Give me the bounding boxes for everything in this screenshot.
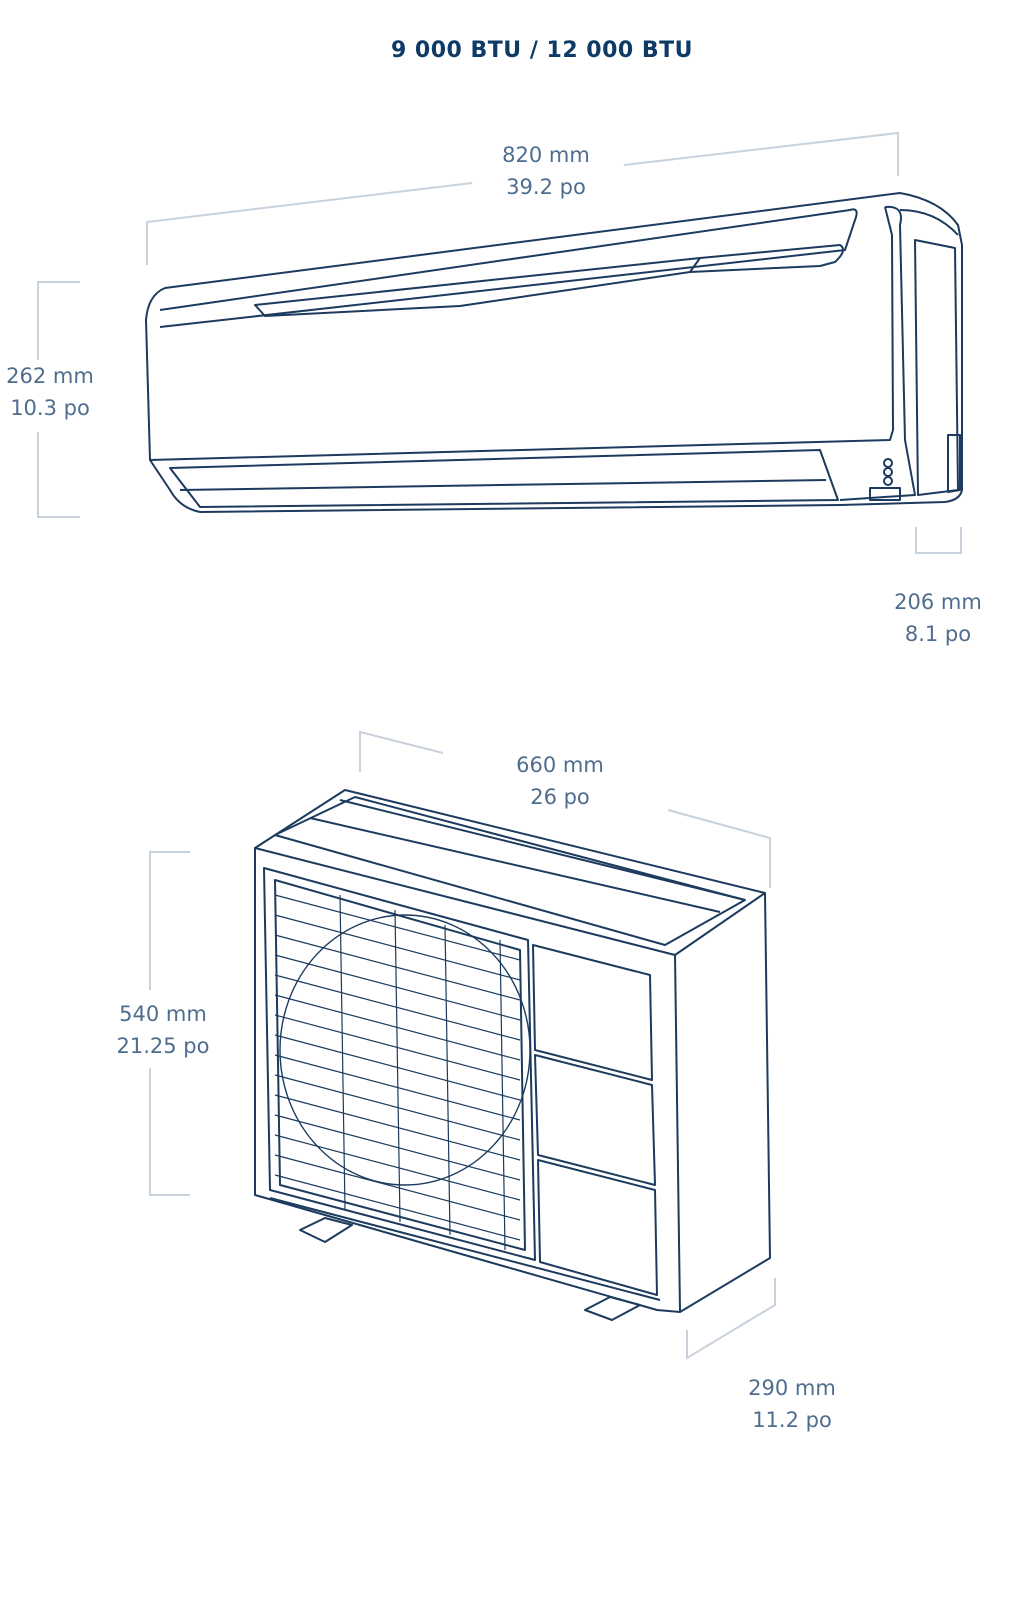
indoor-depth-label: 206 mm 8.1 po	[858, 586, 1012, 650]
outdoor-width-mm: 660 mm	[516, 753, 604, 777]
outdoor-depth-mm: 290 mm	[748, 1376, 836, 1400]
outdoor-unit-drawing	[254, 789, 771, 1321]
indoor-height-label: 262 mm 10.3 po	[0, 360, 130, 424]
outdoor-depth-label: 290 mm 11.2 po	[712, 1372, 872, 1436]
outdoor-width-label: 660 mm 26 po	[480, 749, 640, 813]
outdoor-depth-in: 11.2 po	[752, 1408, 832, 1432]
outdoor-height-mm: 540 mm	[119, 1002, 207, 1026]
grille-lines	[274, 894, 521, 1251]
dimension-lines	[37, 131, 962, 1360]
indoor-width-in: 39.2 po	[506, 175, 586, 199]
indoor-depth-mm: 206 mm	[894, 590, 982, 614]
indoor-width-label: 820 mm 39.2 po	[466, 139, 626, 203]
outdoor-width-in: 26 po	[530, 785, 590, 809]
page-title: 9 000 BTU / 12 000 BTU	[390, 38, 694, 63]
indoor-width-mm: 820 mm	[502, 143, 590, 167]
outdoor-height-label: 540 mm 21.25 po	[83, 998, 243, 1062]
indoor-height-in: 10.3 po	[10, 396, 90, 420]
indoor-unit-drawing	[145, 192, 963, 513]
indoor-depth-in: 8.1 po	[904, 622, 972, 646]
indoor-height-mm: 262 mm	[6, 364, 94, 388]
outdoor-height-in: 21.25 po	[116, 1034, 210, 1058]
